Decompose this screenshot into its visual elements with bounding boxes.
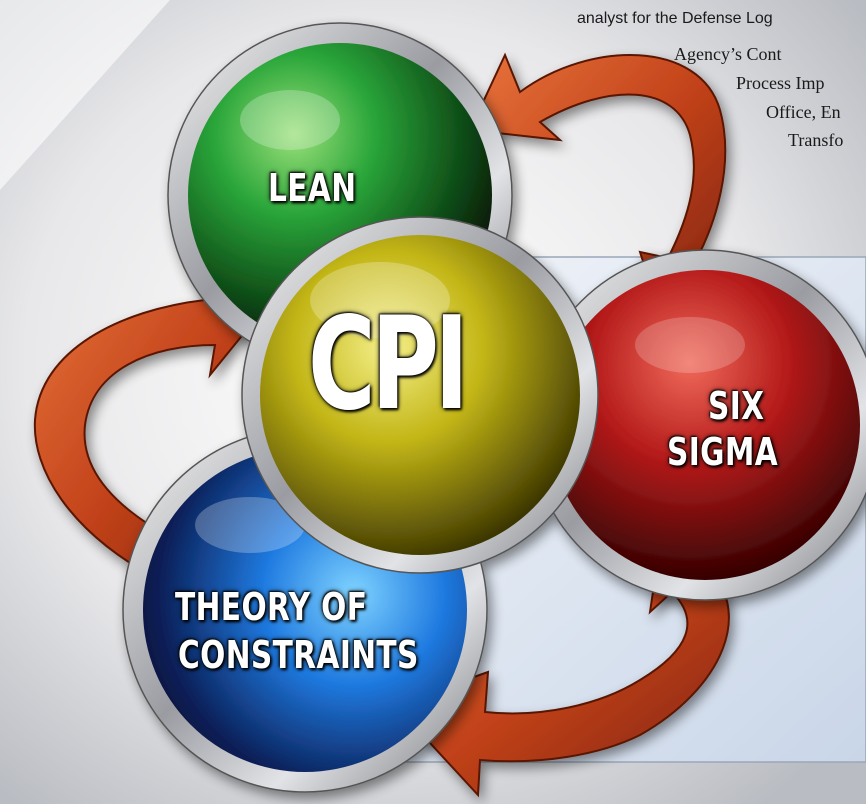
caption-line-4: Office, En [766,102,841,122]
six-sigma-label-line-1: SIX [708,384,765,428]
cpi-label: CPI [308,290,469,439]
arrow-sixsigma-toc [393,527,746,798]
caption-line-5: Transfo [788,130,844,150]
lean-label: LEAN [268,166,357,210]
toc-label-line-2: CONSTRAINTS [178,633,419,677]
six-sigma-label-line-2: SIGMA [667,430,779,474]
six-sigma-sphere [529,249,866,601]
toc-label-line-1: THEORY OF [175,585,368,629]
caption-line-3: Process Imp [736,73,825,93]
cpi-sphere [241,216,599,574]
caption-line-2: Agency’s Cont [674,44,782,64]
caption-line-1: analyst for the Defense Log [577,10,773,27]
